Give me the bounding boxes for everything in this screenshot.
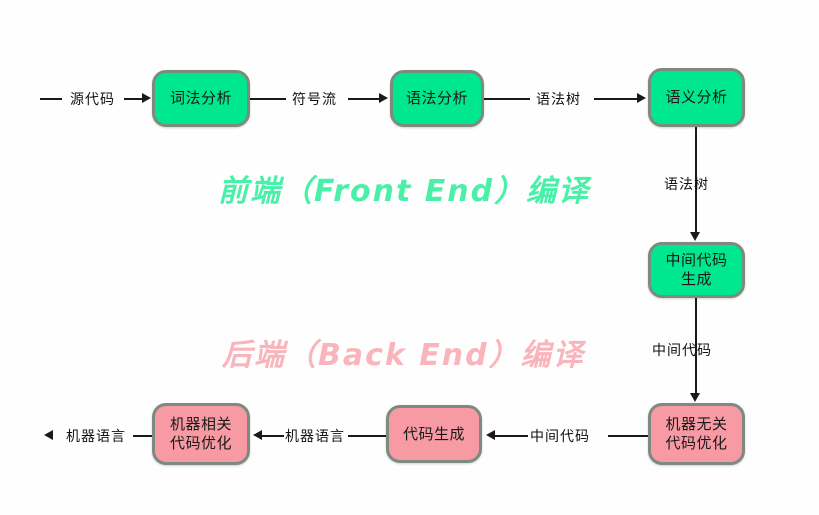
node-syntax-analysis[interactable]: 语法分析 bbox=[390, 70, 484, 127]
edge-label-token-stream: 符号流 bbox=[292, 92, 337, 108]
node-intermediate-code-generation-label: 中间代码 生成 bbox=[665, 251, 728, 288]
edge-label-source-code: 源代码 bbox=[70, 92, 115, 108]
edge-syntax-to-tree bbox=[484, 98, 530, 100]
node-machine-independent-optimization-label: 机器无关 代码优化 bbox=[665, 415, 728, 452]
node-machine-dependent-optimization[interactable]: 机器相关 代码优化 bbox=[152, 403, 250, 465]
arrow-left-icon-ir-2-to-codegen bbox=[486, 430, 495, 440]
edge-ir-2-to-codegen bbox=[495, 435, 528, 437]
node-code-generation[interactable]: 代码生成 bbox=[386, 405, 482, 463]
edge-mach-indep-to-ir-2 bbox=[608, 435, 648, 437]
node-semantic-analysis[interactable]: 语义分析 bbox=[648, 68, 745, 127]
edge-machine-lang-1-to-mach-dep bbox=[262, 435, 284, 437]
arrow-right-icon-source-to-lexical bbox=[142, 93, 151, 103]
edge-source-to-lexical bbox=[124, 98, 144, 100]
edge-token-to-syntax bbox=[348, 98, 381, 100]
edge-entry-stub bbox=[40, 98, 62, 100]
node-lexical-analysis[interactable]: 词法分析 bbox=[152, 70, 250, 127]
caption-front-end: 前端（Front End）编译 bbox=[218, 174, 591, 209]
node-machine-independent-optimization[interactable]: 机器无关 代码优化 bbox=[648, 403, 745, 465]
edge-semantic-to-ir-gen bbox=[695, 127, 697, 234]
edge-label-ir-1: 中间代码 bbox=[652, 343, 712, 359]
arrow-down-icon-semantic-to-ir-gen bbox=[690, 232, 700, 241]
edge-label-machine-lang-1: 机器语言 bbox=[285, 429, 345, 445]
edge-ir-gen-to-mach-indep bbox=[695, 298, 697, 395]
caption-back-end: 后端（Back End）编译 bbox=[222, 338, 585, 373]
edge-lexical-to-token bbox=[250, 98, 286, 100]
edge-label-ir-2: 中间代码 bbox=[530, 429, 590, 445]
edge-mach-dep-to-machine-lang-2 bbox=[133, 435, 152, 437]
arrow-right-icon-token-to-syntax bbox=[379, 93, 388, 103]
arrow-left-icon-output bbox=[44, 430, 53, 440]
arrow-right-icon-tree-to-semantic bbox=[637, 93, 646, 103]
node-lexical-analysis-label: 词法分析 bbox=[169, 89, 232, 108]
node-syntax-analysis-label: 语法分析 bbox=[405, 89, 468, 108]
node-semantic-analysis-label: 语义分析 bbox=[665, 88, 728, 107]
arrow-left-icon-machine-lang-1-to-mach-dep bbox=[253, 430, 262, 440]
edge-label-parse-tree-1: 语法树 bbox=[536, 92, 581, 108]
edge-codegen-to-machine-lang-1 bbox=[348, 435, 386, 437]
edge-label-machine-lang-2: 机器语言 bbox=[66, 429, 126, 445]
edge-tree-to-semantic bbox=[594, 98, 639, 100]
edge-label-parse-tree-2: 语法树 bbox=[664, 177, 709, 193]
arrow-down-icon-ir-gen-to-mach-indep bbox=[690, 393, 700, 402]
node-intermediate-code-generation[interactable]: 中间代码 生成 bbox=[648, 242, 745, 298]
node-machine-dependent-optimization-label: 机器相关 代码优化 bbox=[169, 415, 232, 452]
node-code-generation-label: 代码生成 bbox=[402, 424, 465, 443]
